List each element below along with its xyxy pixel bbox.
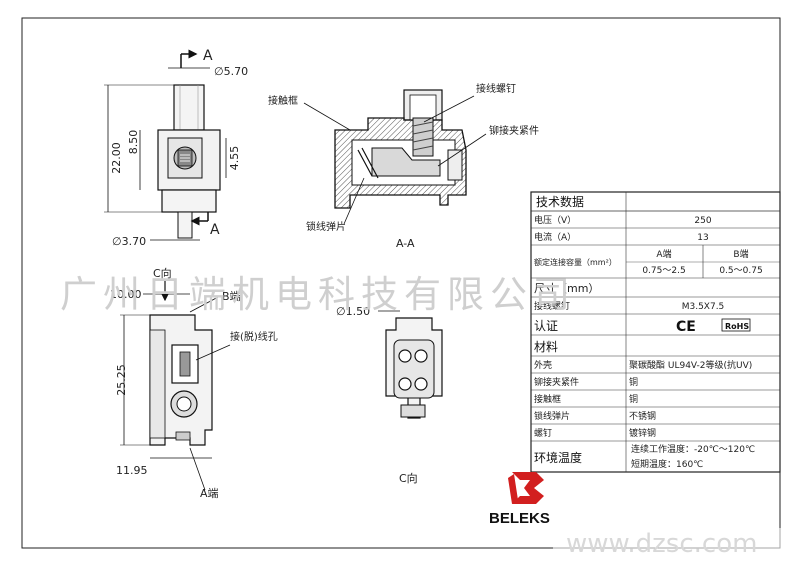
logo-text: BELEKS	[489, 510, 550, 527]
row-voltage-label: 电压（V）	[534, 214, 576, 226]
label-screw: 接线螺钉	[476, 82, 516, 95]
dim-25: 25.25	[115, 364, 128, 396]
ce-mark: CE	[676, 319, 696, 335]
dim-10: 10.00	[110, 288, 142, 301]
dim-dia-150: ∅1.50	[336, 305, 370, 318]
row-temp-value2: 短期温度：160℃	[631, 458, 703, 470]
row-current-value: 13	[697, 233, 708, 243]
section-title: A-A	[396, 237, 415, 250]
row-material-label: 材料	[534, 340, 558, 354]
c-view-bottom-label: C向	[399, 471, 418, 485]
side-view: C向 10.00 B端 接(脱)线孔 25.25 11.95 A端	[110, 266, 278, 500]
row-capacity-b-val: 0.5～0.75	[719, 266, 762, 276]
row-current-label: 电流（A）	[534, 231, 576, 243]
row-capacity-b-head: B端	[733, 248, 748, 260]
label-spring: 锁线弹片	[306, 220, 346, 233]
row-bolt-value: 镀锌钢	[629, 427, 656, 439]
site-watermark: www.dzsc.com	[566, 529, 757, 559]
row-shell-label: 外壳	[534, 359, 552, 371]
section-mark-bottom: A	[210, 222, 220, 238]
a-end-label: A端	[200, 487, 219, 500]
row-voltage-value: 250	[694, 216, 711, 226]
row-spring-label: 锁线弹片	[534, 410, 570, 422]
front-view: A ∅5.70 A ∅3.70 22.00 8.50	[104, 48, 248, 248]
row-bolt-label: 螺钉	[534, 428, 552, 439]
row-screw-label: 接线螺钉	[534, 300, 570, 312]
row-shell-value: 聚碳酸酯 UL94V-2等级(抗UV)	[629, 359, 752, 371]
label-clamp: 铆接夹紧件	[489, 124, 539, 137]
row-frame-value: 铜	[629, 393, 638, 405]
c-view-top-label: C向	[153, 266, 172, 280]
row-capacity-a-head: A端	[656, 248, 671, 260]
row-capacity-label: 额定连接容量（mm²）	[534, 257, 617, 267]
dim-bottom-diameter: ∅3.70	[112, 235, 146, 248]
row-temp-label: 环境温度	[534, 450, 582, 465]
company-watermark: 广州日端机电科技有限公司	[60, 273, 576, 316]
rohs-mark: RoHS	[725, 322, 749, 331]
row-screw-value: M3.5X7.5	[682, 302, 725, 312]
dim-top-diameter: ∅5.70	[214, 65, 248, 78]
row-frame-label: 接触框	[534, 393, 561, 405]
label-contact-frame: 接触框	[268, 94, 298, 107]
dim-mid-height: 4.55	[228, 146, 241, 171]
b-end-label: B端	[222, 290, 241, 303]
row-clamp-value: 铜	[629, 376, 638, 388]
beleks-logo: BELEKS	[489, 472, 550, 527]
dim-body-height: 8.50	[127, 130, 140, 155]
row-clamp-label: 铆接夹紧件	[534, 376, 579, 388]
dim-total-height: 22.00	[110, 142, 123, 174]
dim-1195: 11.95	[116, 464, 148, 477]
row-cert-label: 认证	[534, 319, 558, 333]
section-view: 接触框 接线螺钉 铆接夹紧件 锁线弹片 A-A	[268, 82, 539, 250]
row-capacity-a-val: 0.75～2.5	[642, 266, 685, 276]
tech-data-table: 技术数据 电压（V） 250 电流（A） 13 额定连接容量（mm²） A端 B…	[530, 191, 781, 473]
c-view: ∅1.50 C向	[336, 305, 443, 485]
section-mark-top: A	[203, 48, 213, 64]
row-size-label: 尺寸（mm）	[534, 281, 599, 295]
table-title: 技术数据	[536, 194, 584, 209]
wire-hole-label: 接(脱)线孔	[230, 330, 278, 343]
row-spring-value: 不锈钢	[629, 410, 656, 422]
row-temp-value: 连续工作温度：-20℃～120℃	[631, 443, 755, 455]
